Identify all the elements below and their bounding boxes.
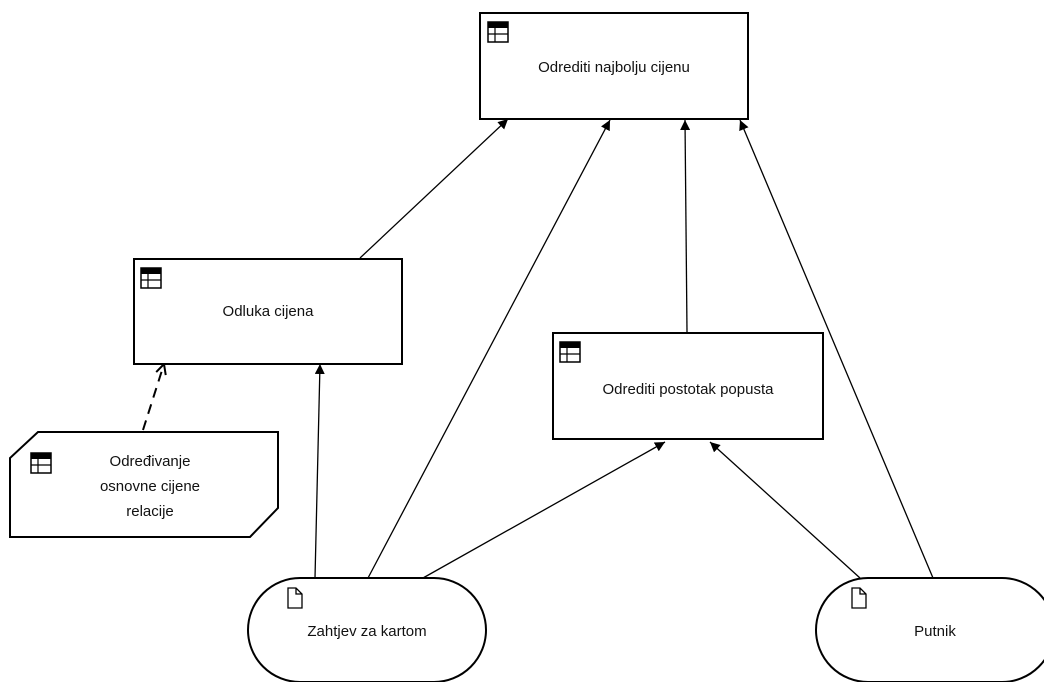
- input-data-zahtjev-za-kartom[interactable]: [247, 577, 487, 682]
- edge-postotak-to-najbolju[interactable]: [680, 119, 691, 333]
- document-icon: [851, 587, 867, 609]
- edge-zahtjev-to-odluka[interactable]: [314, 363, 325, 579]
- node-label-odredivanje-line-3: relacije: [126, 503, 174, 520]
- node-label-odrediti-postotak-popusta: Odrediti postotak popusta: [602, 381, 774, 398]
- edge-zahtjev-to-najbolju[interactable]: [367, 119, 611, 579]
- table-icon: [140, 267, 162, 289]
- decision-odluka-cijena[interactable]: [133, 258, 403, 365]
- edge-putnik-to-najbolju[interactable]: [739, 119, 934, 579]
- edge-odluka-to-najbolju[interactable]: [359, 118, 509, 259]
- node-label-odredivanje-line-2: osnovne cijene: [99, 478, 201, 495]
- edge-osnovne-to-odluka[interactable]: [142, 364, 164, 431]
- decision-odrediti-postotak-popusta[interactable]: [552, 332, 824, 440]
- edge-putnik-to-postotak[interactable]: [709, 441, 861, 579]
- decision-odrediti-najbolju-cijenu[interactable]: [479, 12, 749, 120]
- node-label-zahtjev-za-kartom: Zahtjev za kartom: [307, 623, 427, 640]
- input-data-putnik[interactable]: [815, 577, 1044, 682]
- edge-zahtjev-to-postotak[interactable]: [422, 441, 666, 579]
- node-label-odluka-cijena: Odluka cijena: [222, 303, 314, 320]
- knowledge-source-odredivanje-osnovne-cijene[interactable]: [9, 431, 279, 538]
- node-label-odredivanje-line-1: Određivanje: [109, 453, 191, 470]
- document-icon: [287, 587, 303, 609]
- node-label-odrediti-najbolju-cijenu: Odrediti najbolju cijenu: [538, 59, 690, 76]
- table-icon: [30, 452, 52, 474]
- node-label-putnik: Putnik: [914, 623, 956, 640]
- edges-layer: [142, 118, 934, 579]
- table-icon: [487, 21, 509, 43]
- table-icon: [559, 341, 581, 363]
